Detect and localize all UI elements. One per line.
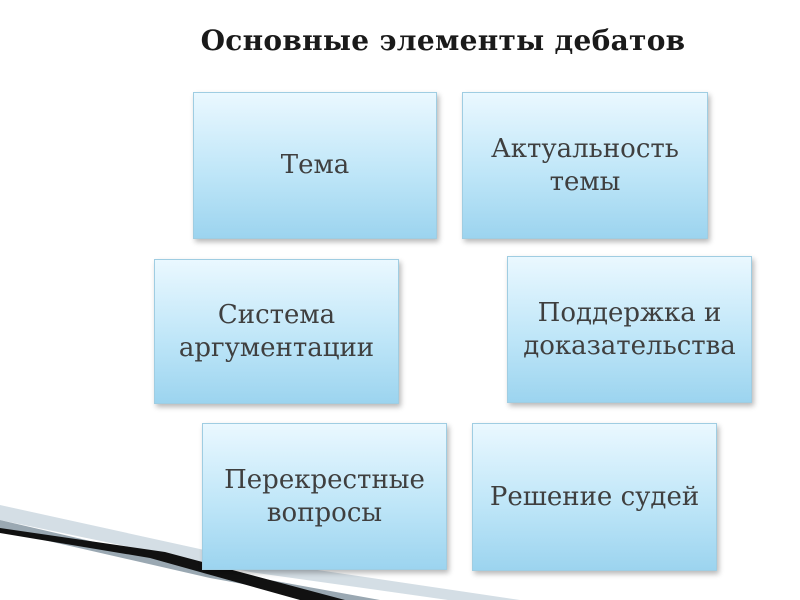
box-label: Перекрестные вопросы xyxy=(224,464,425,528)
box-label: Поддержка и доказательства xyxy=(523,297,736,361)
box-judges-decision: Решение судей xyxy=(472,423,717,571)
box-support-evidence: Поддержка и доказательства xyxy=(507,256,752,403)
box-label: Тема xyxy=(280,150,350,180)
corner-swoosh-dark xyxy=(0,528,345,600)
box-label: Актуальность темы xyxy=(491,133,679,197)
box-topic: Тема xyxy=(193,92,437,239)
slide-title: Основные элементы дебатов xyxy=(200,24,686,57)
box-label: Решение судей xyxy=(489,481,700,512)
box-topic-relevance: Актуальность темы xyxy=(462,92,708,239)
box-cross-questions: Перекрестные вопросы xyxy=(202,423,447,570)
box-argumentation-system: Система аргументации xyxy=(154,259,399,404)
box-label: Система аргументации xyxy=(178,299,375,363)
